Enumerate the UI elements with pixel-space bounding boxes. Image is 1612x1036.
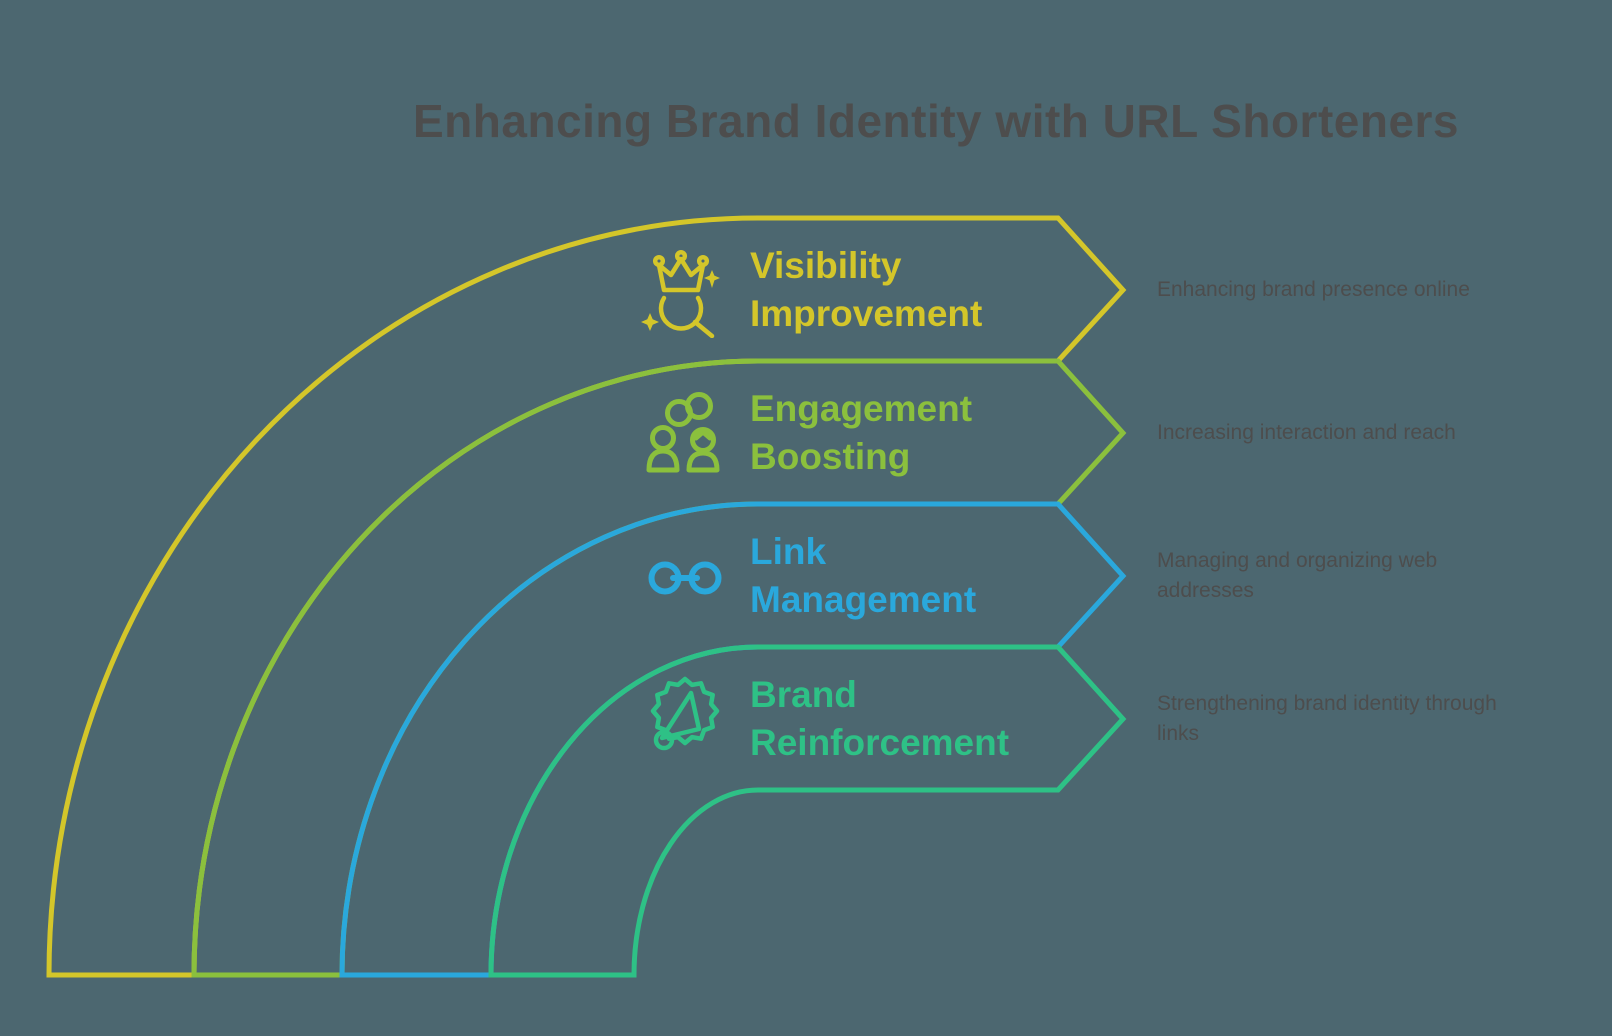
seal-badge-outline: [650, 676, 720, 746]
person-left-head: [650, 425, 676, 451]
crown-shape: [656, 256, 706, 293]
person-right-hair: [693, 429, 713, 441]
band-label-link: Link Management: [750, 531, 977, 620]
people-chain-icon: [646, 392, 720, 473]
band-label-brand: Brand Reinforcement: [750, 674, 1010, 763]
badge-megaphone-icon: [650, 676, 720, 751]
crown-ball-mid: [674, 249, 688, 263]
band-description-brand: Strengthening brand identity through lin…: [1157, 692, 1497, 745]
page-title: Enhancing Brand Identity with URL Shorte…: [413, 95, 1460, 147]
band-description-link: Managing and organizing web addresses: [1157, 549, 1438, 602]
magnifier-lens: [658, 295, 704, 331]
person-left-body: [646, 448, 680, 473]
chain-link-icon: [648, 561, 722, 595]
band-shape-brand: [488, 644, 1127, 978]
crown-ball-left: [652, 254, 666, 268]
megaphone-mouth: [653, 729, 675, 751]
megaphone-cone: [659, 690, 702, 741]
band-label-engagement: Engagement Boosting: [750, 388, 973, 477]
magnifier-handle: [692, 319, 715, 338]
crown-magnifier-icon: [641, 249, 720, 338]
person-right-body: [686, 450, 720, 473]
crown-ball-right: [696, 254, 710, 268]
ring-right: [685, 392, 713, 420]
band-description-engagement: Increasing interaction and reach: [1157, 421, 1456, 444]
sparkle-right: [704, 270, 720, 288]
sparkle-left: [641, 313, 659, 331]
band-description-visibility: Enhancing brand presence online: [1157, 278, 1470, 301]
band-label-visibility: Visibility Improvement: [750, 245, 983, 334]
